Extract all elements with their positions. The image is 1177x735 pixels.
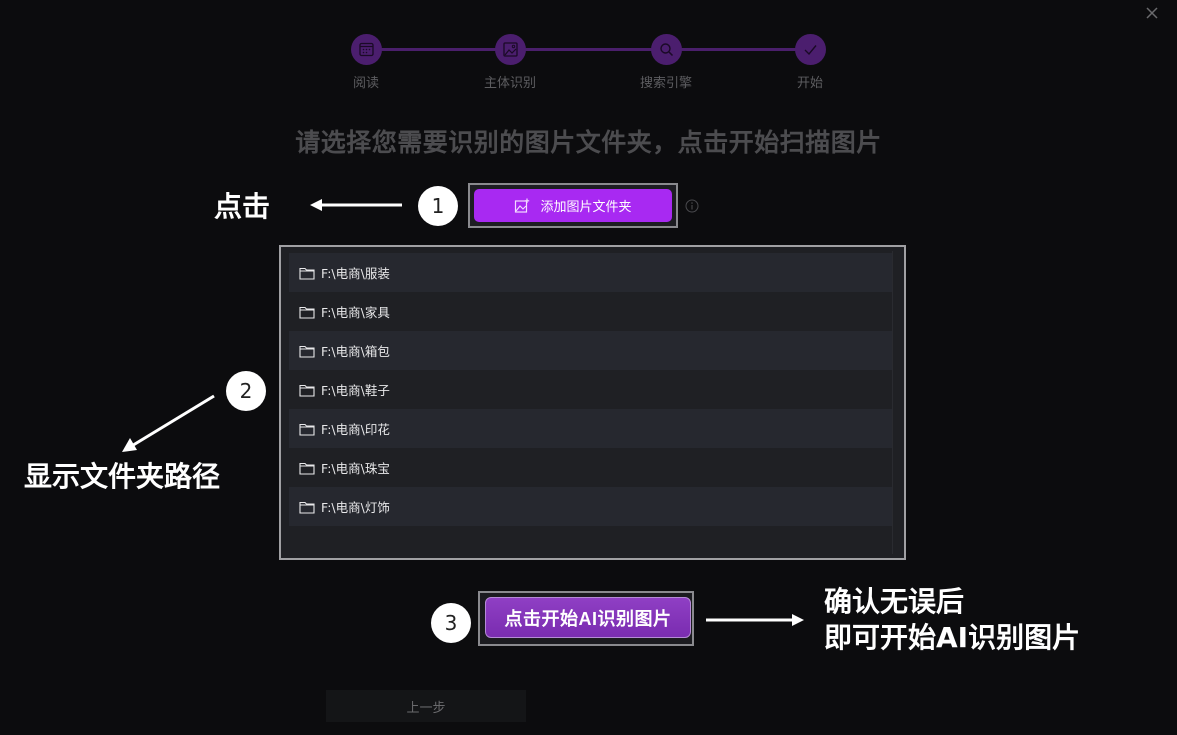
step-label: 阅读	[352, 76, 379, 91]
folder-path: F:\电商\珠宝	[321, 461, 390, 476]
folder-path: F:\电商\箱包	[321, 344, 390, 359]
folder-row[interactable]: F:\电商\灯饰	[289, 487, 892, 526]
folder-row[interactable]: F:\电商\箱包	[289, 331, 892, 370]
progress-stepper: 阅读 主体识别 搜索引擎 开始	[0, 0, 1177, 100]
step-label: 开始	[796, 76, 823, 91]
calendar-icon	[358, 42, 374, 57]
add-folder-button[interactable]: 添加图片文件夹	[474, 189, 672, 222]
folder-icon	[299, 267, 315, 280]
folder-icon	[299, 501, 315, 514]
previous-step-button[interactable]: 上一步	[326, 690, 526, 722]
step-label: 搜索引擎	[639, 76, 692, 91]
scrollbar[interactable]	[892, 251, 900, 554]
step-badge-1: 1	[418, 186, 458, 226]
image-icon	[502, 42, 518, 57]
start-ai-recognition-button[interactable]: 点击开始AI识别图片	[485, 597, 691, 638]
folder-path: F:\电商\家具	[321, 305, 390, 320]
arrow-left-icon	[310, 199, 402, 211]
annotation-confirm-text: 确认无误后 即可开始AI识别图片	[824, 585, 1081, 654]
folder-row[interactable]: F:\电商\珠宝	[289, 448, 892, 487]
add-folder-label: 添加图片文件夹	[540, 199, 632, 214]
folder-row[interactable]: F:\电商\印花	[289, 409, 892, 448]
folder-icon	[299, 306, 315, 319]
folder-icon	[299, 384, 315, 397]
folder-row[interactable]: F:\电商\服装	[289, 253, 892, 292]
step-read: 阅读	[326, 34, 406, 91]
search-icon	[659, 43, 673, 57]
folder-path: F:\电商\服装	[321, 266, 390, 281]
annotation-click-text: 点击	[214, 190, 271, 223]
check-icon	[804, 45, 817, 56]
folder-path: F:\电商\印花	[321, 422, 390, 437]
folder-path: F:\电商\灯饰	[321, 500, 390, 515]
page-title: 请选择您需要识别的图片文件夹，点击开始扫描图片	[295, 128, 882, 157]
arrow-down-left-icon	[122, 394, 215, 452]
step-subject-recognition: 主体识别	[470, 34, 550, 91]
annotation-path-text: 显示文件夹路径	[24, 460, 221, 493]
step-badge-2: 2	[226, 371, 266, 411]
step-label: 主体识别	[483, 76, 536, 91]
step-badge-3: 3	[431, 603, 471, 643]
folder-row[interactable]: F:\电商\家具	[289, 292, 892, 331]
folder-row[interactable]: F:\电商\鞋子	[289, 370, 892, 409]
folder-list: F:\电商\服装 F:\电商\家具 F:\电商\箱包 F:\电商\鞋子 F:\电…	[279, 245, 906, 560]
step-search-engine: 搜索引擎	[626, 34, 706, 91]
close-button[interactable]	[1143, 4, 1161, 22]
folder-icon	[299, 423, 315, 436]
folder-icon	[299, 462, 315, 475]
folder-icon	[299, 345, 315, 358]
start-button-highlight: 点击开始AI识别图片	[478, 591, 694, 646]
info-icon[interactable]	[685, 199, 699, 213]
arrow-right-icon	[706, 614, 804, 626]
folder-path: F:\电商\鞋子	[321, 383, 390, 398]
add-image-icon	[515, 198, 530, 213]
add-folder-highlight: 添加图片文件夹	[468, 183, 678, 228]
close-icon	[1146, 7, 1158, 19]
step-start: 开始	[770, 34, 850, 91]
stepper-line	[366, 48, 810, 51]
